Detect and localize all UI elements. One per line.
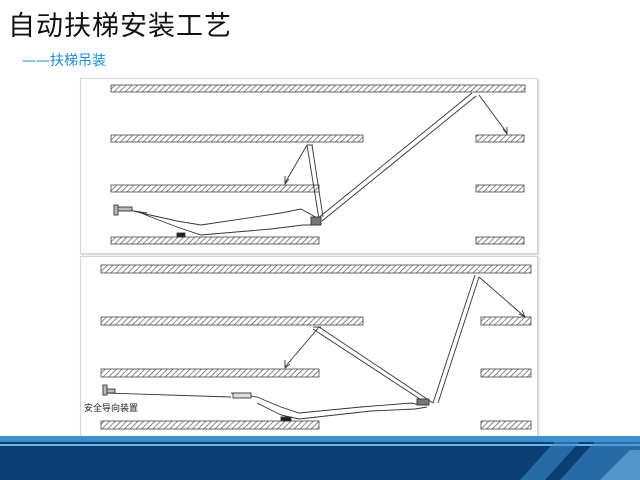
hoist-cable [284, 276, 526, 369]
lifting-boom [306, 92, 477, 222]
lifting-diagram-bottom: 安全导向装置 [80, 256, 538, 438]
floor-slab [100, 368, 320, 378]
safety-guide-device [113, 204, 133, 216]
floor-slab [100, 264, 532, 274]
floor-slab [475, 236, 525, 245]
lifting-diagram-top-drawing [110, 84, 526, 245]
floor-slab [110, 184, 320, 193]
lifting-diagram-top [80, 78, 538, 254]
floor-slab [110, 236, 320, 245]
footer-band [0, 436, 640, 480]
lifting-diagram-bottom-drawing [100, 264, 532, 430]
floor-slab [110, 84, 526, 93]
hoist-cable [284, 94, 508, 186]
floor-slab [100, 316, 364, 326]
floor-slab [100, 420, 320, 430]
slide-title: 自动扶梯安装工艺 [8, 11, 232, 42]
lifting-boom [312, 274, 480, 406]
slide-subtitle: ——扶梯吊装 [22, 53, 106, 69]
safety-guide-device-label: 安全导向装置 [84, 401, 139, 414]
escalator-truss [104, 392, 430, 422]
floor-slab [480, 316, 532, 326]
safety-guide-device [102, 384, 116, 396]
floor-slab [110, 134, 364, 143]
floor-slab [480, 368, 532, 378]
floor-slab [480, 420, 532, 430]
floor-slab [475, 134, 525, 143]
escalator-truss [118, 206, 322, 238]
floor-slab [475, 184, 525, 193]
footer-graphic [0, 436, 640, 480]
